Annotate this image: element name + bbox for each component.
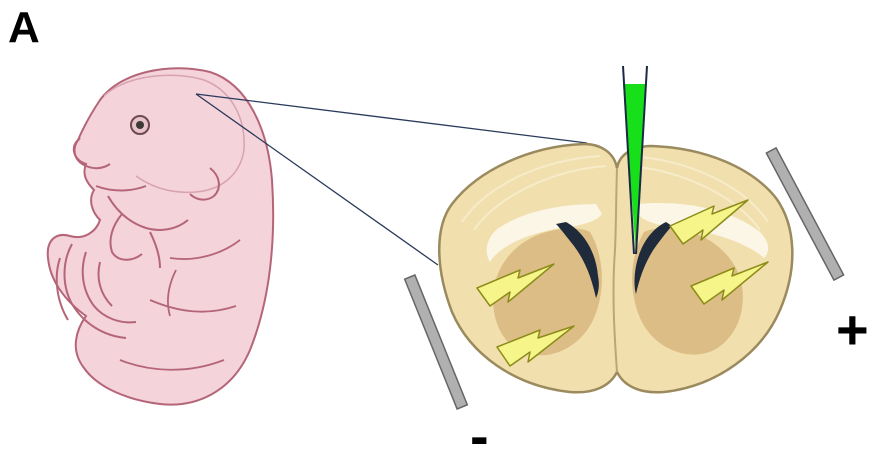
electroporation-diagram — [0, 0, 874, 455]
embryo-pupil — [136, 121, 144, 129]
negative-electrode-label: - — [470, 408, 489, 464]
embryo-body — [48, 68, 273, 404]
positive-electrode-label: + — [836, 302, 869, 358]
brain-section-icon — [439, 144, 792, 392]
embryo-icon — [48, 68, 273, 404]
